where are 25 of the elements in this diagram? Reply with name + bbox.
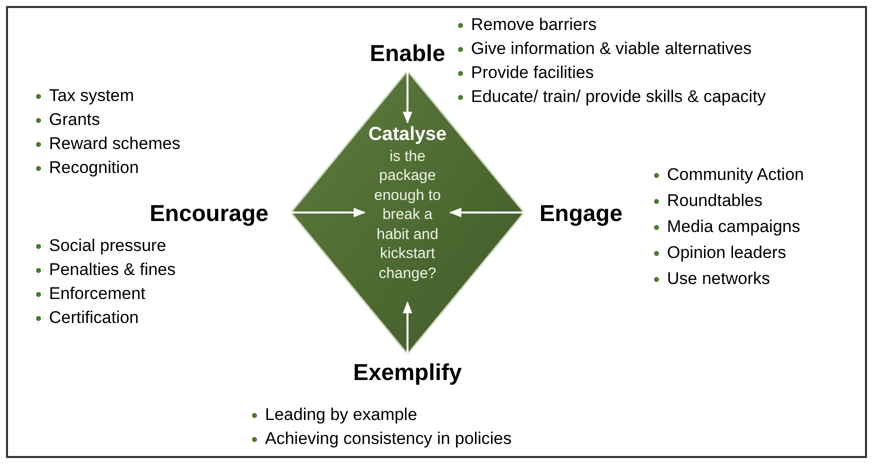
bullet-text: Roundtables xyxy=(667,191,762,211)
heading-label: Engage xyxy=(539,198,623,226)
bullet-text: Penalties & fines xyxy=(49,260,176,280)
bullet-text: Remove barriers xyxy=(471,15,597,35)
bullet-text: Reward schemes xyxy=(49,134,180,154)
bullet-text: Provide facilities xyxy=(471,63,594,83)
heading-label: Exemplify xyxy=(353,358,462,386)
bullet-text: Educate/ train/ provide skills & capacity xyxy=(471,87,766,107)
bullet-text: Certification xyxy=(49,308,139,328)
bullet-text: Media campaigns xyxy=(667,217,800,237)
node-text: is the package enough to break a habit and kickstart change? xyxy=(373,146,442,283)
bullet-text: Tax system xyxy=(49,86,134,106)
bullet-text: Grants xyxy=(49,110,100,130)
bullet-text: Opinion leaders xyxy=(667,243,786,263)
bullet-text: Give information & viable alternatives xyxy=(471,39,752,59)
bullet-text: Social pressure xyxy=(49,236,166,256)
bullet-text: Enforcement xyxy=(49,284,146,304)
bullet-text: Leading by example xyxy=(265,405,418,425)
heading-label: Enable xyxy=(370,39,446,67)
bullet-text: Use networks xyxy=(667,269,770,289)
bullet-text: Community Action xyxy=(667,165,804,185)
heading-label: Encourage xyxy=(150,198,268,226)
node-heading: Catalyse xyxy=(368,122,447,146)
bullet-text: Achieving consistency in policies xyxy=(265,429,512,449)
bullet-text: Recognition xyxy=(49,158,139,178)
